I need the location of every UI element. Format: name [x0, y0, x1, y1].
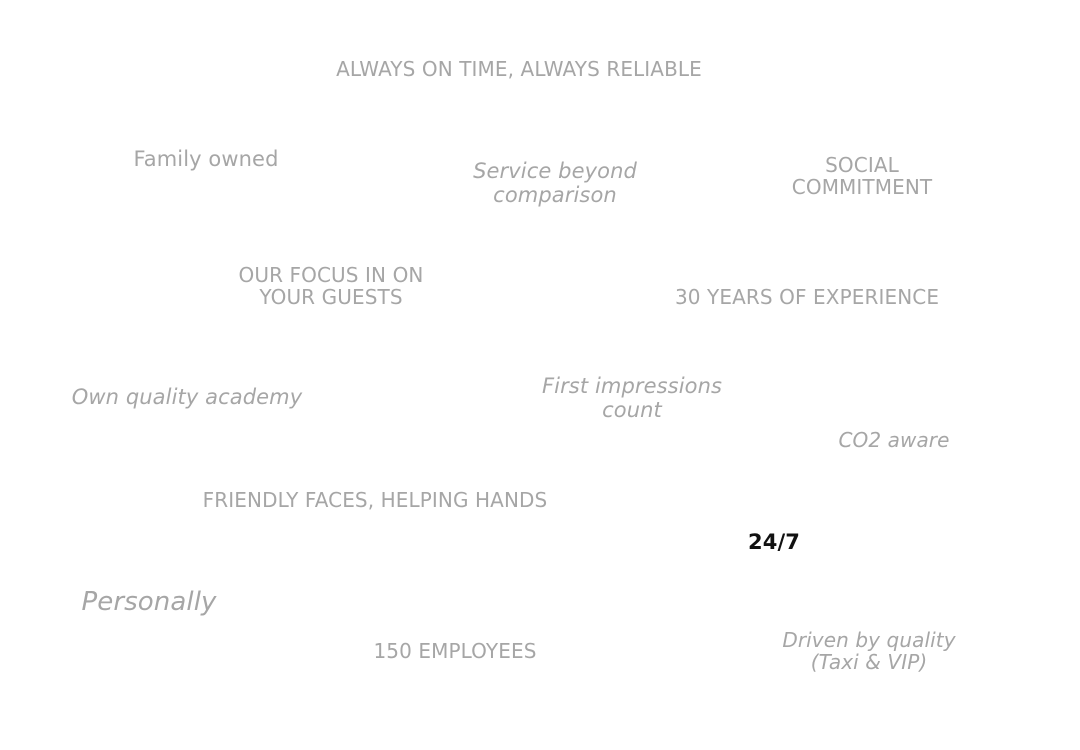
- phrase-first-impressions: First impressions count: [541, 374, 723, 422]
- phrase-family-owned: Family owned: [133, 147, 279, 171]
- phrase-social-commitment: SOCIAL COMMITMENT: [791, 153, 933, 200]
- phrase-quality-academy: Own quality academy: [71, 385, 303, 409]
- phrase-30-years-experience: 30 YEARS OF EXPERIENCE: [674, 285, 940, 309]
- phrase-service-beyond-comparison: Service beyond comparison: [473, 159, 637, 207]
- phrase-personally: Personally: [81, 587, 217, 617]
- phrase-co2-aware: CO2 aware: [838, 428, 950, 452]
- phrase-driven-by-quality: Driven by quality (Taxi & VIP): [782, 628, 956, 675]
- phrase-friendly-faces: FRIENDLY FACES, HELPING HANDS: [202, 488, 548, 512]
- phrase-always-on-time: ALWAYS ON TIME, ALWAYS RELIABLE: [336, 57, 702, 81]
- phrase-24-7: 24/7: [748, 530, 800, 554]
- phrase-focus-on-guests: OUR FOCUS IN ON YOUR GUESTS: [238, 263, 424, 310]
- phrase-150-employees: 150 EMPLOYEES: [373, 639, 537, 663]
